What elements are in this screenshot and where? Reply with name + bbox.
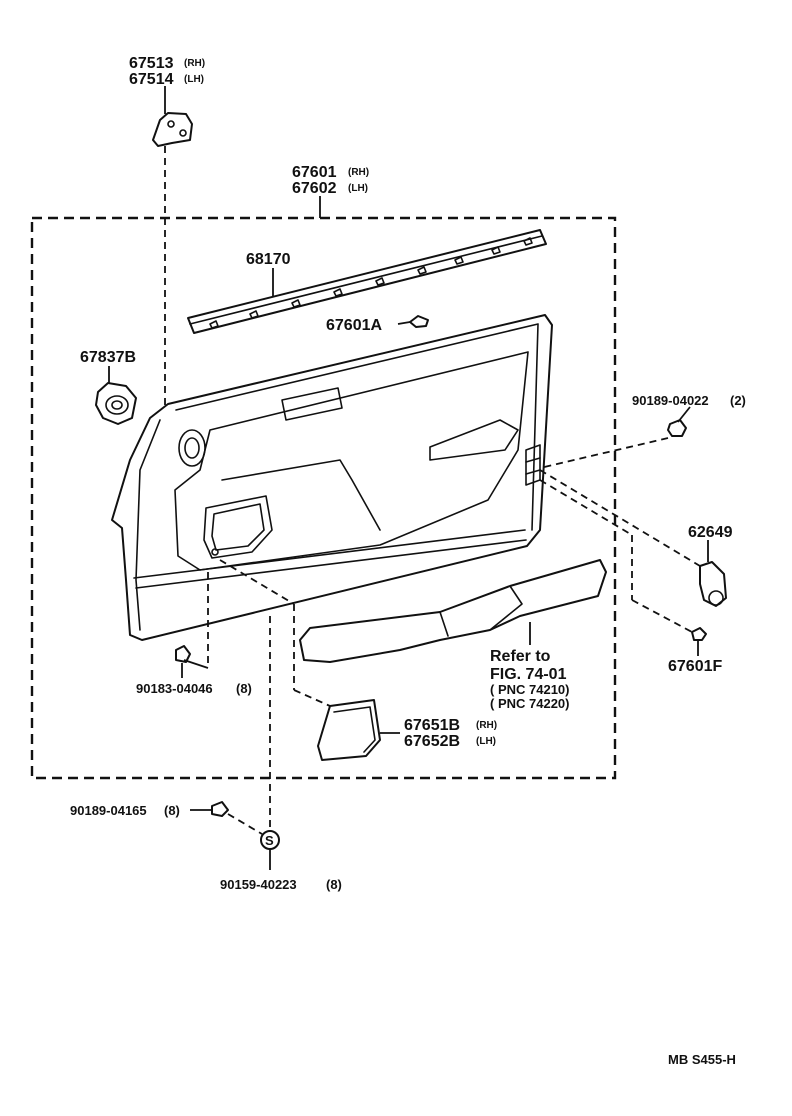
hinge-bracket-side-lh: (LH) (184, 74, 204, 85)
figure-code: MB S455-H (668, 1052, 736, 1067)
door-trim-panel (111, 314, 553, 641)
screw-upper-number: 90189-04022 (632, 393, 709, 408)
trim-board-side-rh: (RH) (348, 167, 369, 178)
speaker-cover-side-rh: (RH) (476, 720, 497, 731)
speaker-cover-number-rh: 67651B (404, 717, 460, 734)
clip-f-number: 67601F (668, 658, 722, 675)
hinge-bracket (152, 86, 193, 405)
trim-board-number-lh: 67602 (292, 180, 337, 197)
reference-line-4: ( PNC 74220) (490, 696, 569, 711)
handle-cover-number: 62649 (688, 524, 733, 541)
reference-line-2: FIG. 74-01 (490, 666, 567, 683)
clip-f (539, 479, 707, 656)
handle-cover (539, 469, 727, 607)
speaker-cover (219, 559, 400, 761)
trim-board-number-rh: 67601 (292, 164, 337, 181)
clip-a-number: 67601A (326, 317, 382, 334)
clip-bottom-number: 90189-04165 (70, 803, 147, 818)
armrest-pocket (299, 559, 607, 663)
clip-a (397, 315, 429, 328)
assembly-frame (30, 216, 617, 780)
weatherstrip (187, 229, 547, 334)
speaker-cover-number-lh: 67652B (404, 733, 460, 750)
hinge-bracket-number-lh: 67514 (129, 71, 174, 88)
clip-lower-qty: (8) (236, 681, 252, 696)
hinge-bracket-side-rh: (RH) (184, 58, 205, 69)
screw-bottom-number: 90159-40223 (220, 877, 297, 892)
clip-lower-number: 90183-04046 (136, 681, 213, 696)
clip-bottom (190, 801, 263, 835)
screw-upper-qty: (2) (730, 393, 746, 408)
screw-symbol: S (265, 833, 274, 848)
screw-bottom-qty: (8) (326, 877, 342, 892)
screw-upper (539, 406, 691, 469)
reference-line-1: Refer to (490, 648, 551, 665)
hinge-bracket-number-rh: 67513 (129, 55, 174, 72)
grommet (95, 366, 137, 425)
clip-lower (175, 572, 209, 678)
screw-bottom: S (260, 616, 280, 870)
grommet-number: 67837B (80, 349, 136, 366)
clip-bottom-qty: (8) (164, 803, 180, 818)
speaker-cover-side-lh: (LH) (476, 736, 496, 747)
trim-board-side-lh: (LH) (348, 183, 368, 194)
weatherstrip-number: 68170 (246, 251, 291, 268)
reference-line-3: ( PNC 74210) (490, 682, 569, 697)
